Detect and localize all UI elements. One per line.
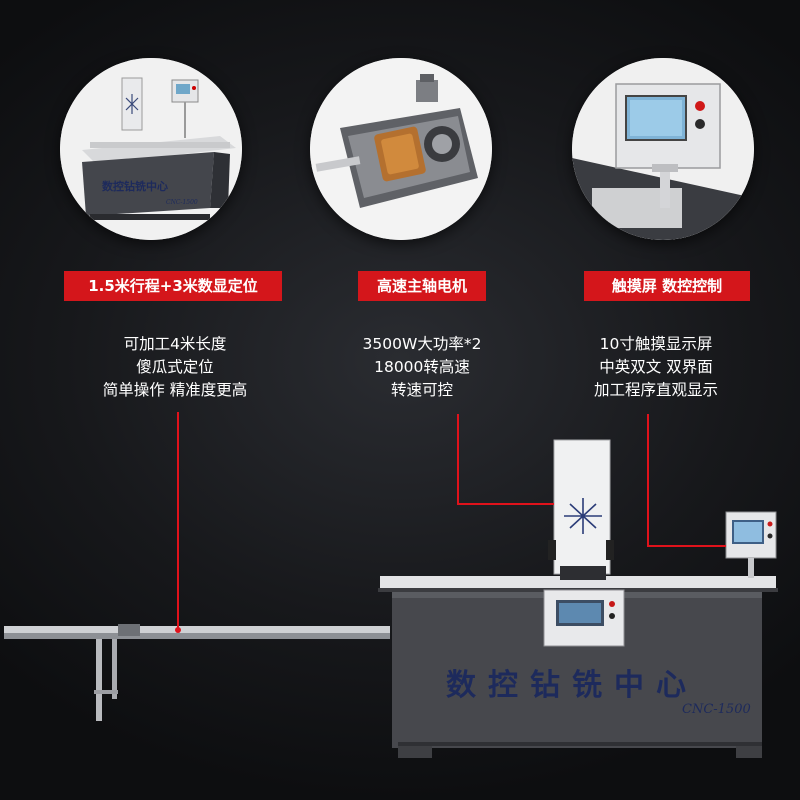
feature-line: 傻瓜式定位 (136, 358, 214, 376)
callout-line-spindle (457, 414, 554, 505)
feature-badge-stroke-positioning: 1.5米行程+3米数显定位 (64, 271, 282, 301)
feature-badge-touch-screen: 触摸屏 数控控制 (584, 271, 750, 301)
feature-line: 18000转高速 (374, 358, 470, 376)
feature-line: 加工程序直观显示 (593, 381, 718, 399)
feature-description-spindle: 3500W大功率*2 18000转高速 转速可控 (320, 333, 524, 402)
feature-line: 中英双文 双界面 (599, 358, 713, 376)
control-box-illustration (572, 58, 754, 240)
feature-description-touch-screen: 10寸触摸显示屏 中英双文 双界面 加工程序直观显示 (558, 333, 754, 402)
machine-cabinet (392, 592, 762, 748)
rail-leg (96, 639, 102, 721)
spindle-motor-image (310, 58, 492, 240)
feature-line: 转速可控 (390, 381, 453, 399)
feature-badge-spindle-motor: 高速主轴电机 (358, 271, 486, 301)
svg-text:CNC-1500: CNC-1500 (166, 199, 198, 206)
callout-lines (175, 412, 726, 633)
feature-line: 可加工4米长度 (123, 335, 227, 353)
svg-text:数控钻铣中心: 数控钻铣中心 (102, 179, 168, 193)
machine-model-label: CNC-1500 (682, 702, 751, 717)
control-box-image (572, 58, 754, 240)
spindle-motor-illustration (310, 58, 492, 240)
feature-line: 10寸触摸显示屏 (599, 335, 713, 353)
machine-overview-illustration: 数控钻铣中心 CNC-1500 (60, 58, 242, 240)
feature-description-stroke: 可加工4米长度 傻瓜式定位 简单操作 精准度更高 (40, 333, 310, 402)
machine-front-title: 数控钻铣中心 (446, 668, 698, 703)
callout-line-touch-screen (647, 414, 726, 547)
feature-line: 3500W大功率*2 (362, 335, 482, 353)
feature-line: 简单操作 精准度更高 (102, 381, 248, 399)
extension-rail (4, 626, 390, 634)
spindle-column (553, 439, 611, 575)
machine-overview-image: 数控钻铣中心 CNC-1500 (60, 58, 242, 240)
